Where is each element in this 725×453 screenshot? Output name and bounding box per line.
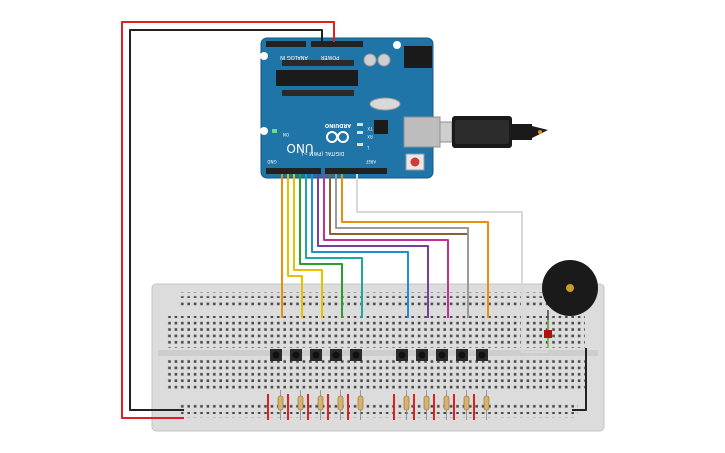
resistor — [317, 395, 324, 411]
tx-label: TX — [367, 126, 373, 131]
wires — [121, 21, 587, 419]
push-button-cap — [272, 351, 280, 359]
push-button-cap — [352, 351, 360, 359]
resistor — [463, 395, 470, 411]
rx-label: RX — [367, 134, 373, 139]
wire-red-5v — [121, 21, 335, 419]
wire-teal — [305, 174, 363, 318]
on-led-label: ON — [283, 132, 289, 137]
resistor — [297, 395, 304, 411]
resistor — [357, 395, 364, 411]
resistor — [483, 395, 490, 411]
push-button-cap — [312, 351, 320, 359]
push-buttons — [270, 349, 488, 361]
wire-purple — [317, 174, 429, 318]
wire-orange-2 — [341, 174, 489, 318]
push-button-cap — [458, 351, 466, 359]
digital-label: DIGITAL (PWM ~) — [301, 150, 344, 156]
wire-yellow-2 — [293, 174, 323, 318]
push-button-cap — [332, 351, 340, 359]
wire-magenta — [323, 174, 449, 318]
resistors — [267, 390, 490, 420]
wire-black-right — [572, 348, 587, 411]
l-led-label: L — [366, 145, 369, 150]
gnd-label: GND — [267, 159, 276, 164]
wire-yellow — [287, 174, 303, 318]
usb-cable — [439, 116, 548, 148]
arduino-brand-label: ARDUINO — [325, 122, 351, 128]
push-button-cap — [398, 351, 406, 359]
power-label: POWER — [320, 54, 339, 60]
analog-in-label: ANALOG IN — [280, 54, 308, 60]
red-led — [544, 320, 552, 348]
breadboard — [151, 283, 605, 432]
resistor — [403, 395, 410, 411]
resistor — [277, 395, 284, 411]
wire-blue — [311, 174, 409, 318]
resistor — [443, 395, 450, 411]
arduino-logo-icon — [326, 131, 349, 143]
wire-green — [299, 174, 343, 318]
aref-label: AREF — [365, 159, 376, 164]
push-button-cap — [418, 351, 426, 359]
arduino-uno-board: ANALOG IN POWER DIGITAL (PWM ~) UNO ARDU… — [260, 37, 441, 179]
wire-white-buzzer — [356, 174, 548, 353]
push-button-cap — [478, 351, 486, 359]
push-button-cap — [438, 351, 446, 359]
wire-gray — [335, 174, 469, 318]
uno-label: UNO — [286, 141, 313, 155]
resistor — [337, 395, 344, 411]
wire-black-gnd — [129, 29, 323, 411]
push-button-cap — [292, 351, 300, 359]
resistor — [423, 395, 430, 411]
